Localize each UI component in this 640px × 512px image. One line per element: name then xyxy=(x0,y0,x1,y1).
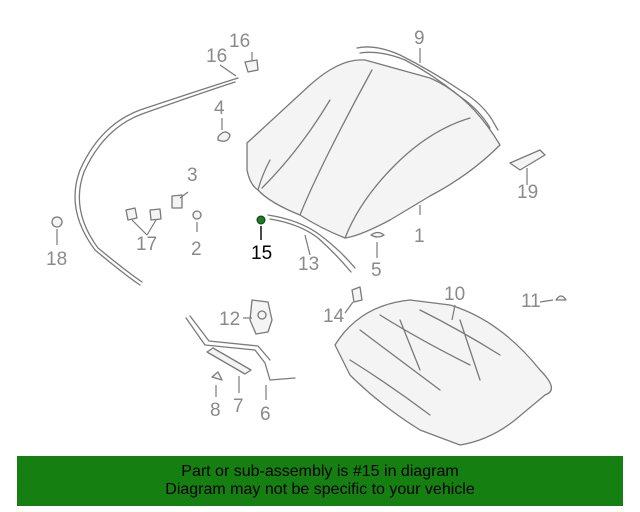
clip-17a xyxy=(125,207,138,221)
cap-18 xyxy=(51,216,63,228)
callout-9[interactable]: 9 xyxy=(414,28,425,49)
callout-5[interactable]: 5 xyxy=(371,260,382,281)
callout-16-right[interactable]: 16 xyxy=(229,31,250,52)
insulator-strip xyxy=(206,347,252,375)
callout-18[interactable]: 18 xyxy=(46,249,67,270)
plug-5 xyxy=(370,231,385,238)
clip-11 xyxy=(555,295,567,301)
bracket-19 xyxy=(509,149,546,171)
callout-7[interactable]: 7 xyxy=(233,396,244,417)
banner-line-2: Diagram may not be specific to your vehi… xyxy=(165,481,475,498)
clip-16 xyxy=(244,59,259,73)
clip-14 xyxy=(351,286,363,303)
callout-4[interactable]: 4 xyxy=(214,98,225,119)
hood-latch xyxy=(249,299,273,335)
callout-1[interactable]: 1 xyxy=(414,226,425,247)
hood-insulator xyxy=(334,299,552,446)
hood-weatherstrip xyxy=(356,46,499,131)
callout-19[interactable]: 19 xyxy=(517,182,538,203)
callout-10[interactable]: 10 xyxy=(444,284,465,305)
callout-11[interactable]: 11 xyxy=(521,291,541,312)
spring-3 xyxy=(171,194,183,209)
highlighted-part-15[interactable] xyxy=(256,215,266,225)
banner-line-1: Part or sub-assembly is #15 in diagram xyxy=(181,463,459,480)
grommet-2 xyxy=(192,210,202,220)
callout-14[interactable]: 14 xyxy=(323,306,345,327)
clip-17b xyxy=(149,208,162,221)
callout-3[interactable]: 3 xyxy=(187,165,198,186)
callout-15[interactable]: 15 xyxy=(251,243,272,264)
hood-panel xyxy=(246,59,501,239)
release-cable xyxy=(74,77,239,286)
prop-rod xyxy=(267,214,356,269)
callout-6[interactable]: 6 xyxy=(260,404,271,425)
callout-16-left[interactable]: 16 xyxy=(206,46,227,67)
callout-12[interactable]: 12 xyxy=(219,309,240,330)
hood-parts-diagram: 1 2 3 4 5 6 7 8 9 10 11 12 13 14 15 16 1… xyxy=(46,28,567,446)
info-banner: Part or sub-assembly is #15 in diagram D… xyxy=(17,456,623,506)
callout-17[interactable]: 17 xyxy=(136,234,157,255)
callout-13[interactable]: 13 xyxy=(298,254,319,275)
callout-2[interactable]: 2 xyxy=(191,239,202,260)
hood-support-rod xyxy=(185,317,296,381)
clip-8 xyxy=(211,371,223,381)
callout-8[interactable]: 8 xyxy=(210,400,221,421)
bumper-4 xyxy=(217,131,231,142)
